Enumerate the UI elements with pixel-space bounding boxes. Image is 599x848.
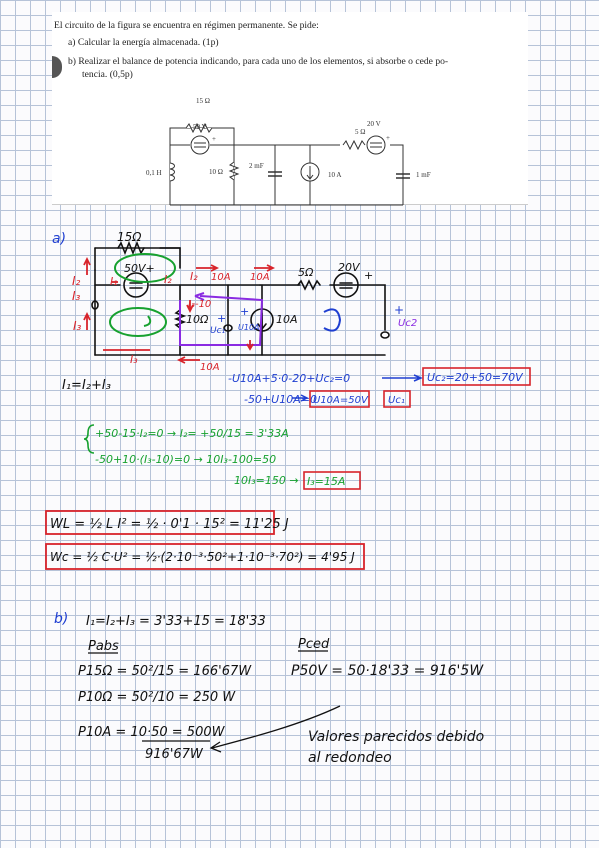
printed-v20-plus: + xyxy=(386,134,390,142)
part-b-pced-title: Pced xyxy=(298,637,330,652)
part-b-p10a: P10A = 10·50 = 500W xyxy=(78,725,226,740)
hand-u10a: U10A xyxy=(238,323,260,332)
eq-blue2-a: -50+U10A=0 xyxy=(244,393,317,406)
hand-src10a: 10A xyxy=(276,313,298,326)
hand-r5: 5Ω xyxy=(298,266,314,279)
part-b-pabs-title: Pabs xyxy=(88,639,119,654)
hand-i1: I₁ xyxy=(110,275,118,288)
hand-i3-minus-10: I₃-10 xyxy=(188,299,211,310)
eq-wl: WL = ½ L I² = ½ · 0'1 · 15² = 11'25 J xyxy=(50,517,289,532)
eq-green3-box xyxy=(303,471,361,490)
problem-item-a: a) Calcular la energía almacenada. (1p) xyxy=(68,37,219,48)
hand-uc1-plus: + xyxy=(217,312,226,325)
eq-wc-box xyxy=(45,543,365,570)
eq-blue1-box xyxy=(422,367,531,386)
hand-10a-3: 10A xyxy=(200,362,220,373)
printed-current-source-label: 10 A xyxy=(328,171,341,179)
printed-v50-plus: + xyxy=(212,135,216,143)
printed-r15-label: 15 Ω xyxy=(196,97,210,105)
printed-cap2-label: 2 mF xyxy=(249,162,264,170)
eq-blue1-a: -U10A+5·0-20+Uc₂=0 xyxy=(228,372,350,385)
eq-green3-result: I₃=15A xyxy=(307,475,345,488)
eq-blue2-box1 xyxy=(309,390,370,408)
printed-v50-label: 50 V xyxy=(193,123,207,131)
part-b-note2: al redondeo xyxy=(308,750,392,766)
eq-blue2-c: Uc₁ xyxy=(388,395,405,406)
problem-item-b-line1: b) Realizar el balance de potencia indic… xyxy=(68,56,449,67)
part-b-kcl: I₁=I₂+I₃ = 3'33+15 = 18'33 xyxy=(86,614,266,629)
hand-r10: 10Ω xyxy=(186,313,209,326)
hand-uc2: Uc2 xyxy=(398,318,417,329)
part-b-label: b) xyxy=(54,611,68,627)
eq-wc: Wc = ½ C·U² = ½·(2·10⁻³·50²+1·10⁻³·70²) … xyxy=(50,550,355,564)
eq-kcl: I₁=I₂+I₃ xyxy=(62,378,111,393)
hand-i2: I₂ xyxy=(72,274,81,288)
problem-item-b-line2: tencia. (0,5p) xyxy=(82,69,133,80)
hand-label-a: a) xyxy=(52,231,66,247)
eq-blue2-b: U10A=50V xyxy=(313,395,369,406)
hand-10a-1: 10A xyxy=(211,272,231,283)
problem-intro: El circuito de la figura se encuentra en… xyxy=(54,20,319,31)
printed-inductor-label: 0,1 H xyxy=(146,169,162,177)
hand-v20: 20V xyxy=(338,261,361,274)
hand-10a-2: 10A xyxy=(250,272,270,283)
printed-r5-label: 5 Ω xyxy=(355,128,365,136)
part-b-p15: P15Ω = 50²/15 = 166'67W xyxy=(78,664,252,679)
eq-wl-box xyxy=(45,510,275,535)
printed-circuit xyxy=(169,122,410,206)
eq-blue1-b: Uc₂=20+50=70V xyxy=(427,371,524,384)
part-b-note1: Valores parecidos debido xyxy=(308,729,484,745)
hand-u10a-plus: + xyxy=(240,305,249,318)
hand-uc1: Uc₁ xyxy=(210,326,226,336)
hand-v20-plus: + xyxy=(364,269,373,282)
part-b-p10: P10Ω = 50²/10 = 250 W xyxy=(78,690,236,705)
hand-v50: 50V+ xyxy=(124,262,155,275)
eq-green1: +50-15·I₂=0 → I₂= +50/15 = 3'33A xyxy=(95,427,289,440)
printed-cap1-label: 1 mF xyxy=(416,171,431,179)
hand-uc2-plus: + xyxy=(394,303,404,317)
eq-blue2-box2 xyxy=(383,390,411,408)
eq-green3: 10I₃=150 → xyxy=(234,474,299,487)
printed-problem: El circuito de la figura se encuentra en… xyxy=(52,12,528,205)
hand-branch-i3: I₃ xyxy=(73,319,82,333)
part-b-p50v: P50V = 50·18'33 = 916'5W xyxy=(291,663,484,679)
printed-r10-label: 10 Ω xyxy=(209,168,223,176)
hand-branch-i3-bottom: I₃ xyxy=(130,353,138,366)
page-marker xyxy=(52,56,62,78)
part-b-sum: 916'67W xyxy=(145,747,204,762)
eq-green2: -50+10·(I₃-10)=0 → 10I₃-100=50 xyxy=(95,453,276,466)
hand-branch-i1: I₂ xyxy=(164,273,172,286)
hand-r15: 15Ω xyxy=(117,230,142,244)
printed-v20-label: 20 V xyxy=(367,120,381,128)
hand-i3: I₃ xyxy=(72,289,81,303)
hand-branch-i2: I₂ xyxy=(190,270,198,283)
